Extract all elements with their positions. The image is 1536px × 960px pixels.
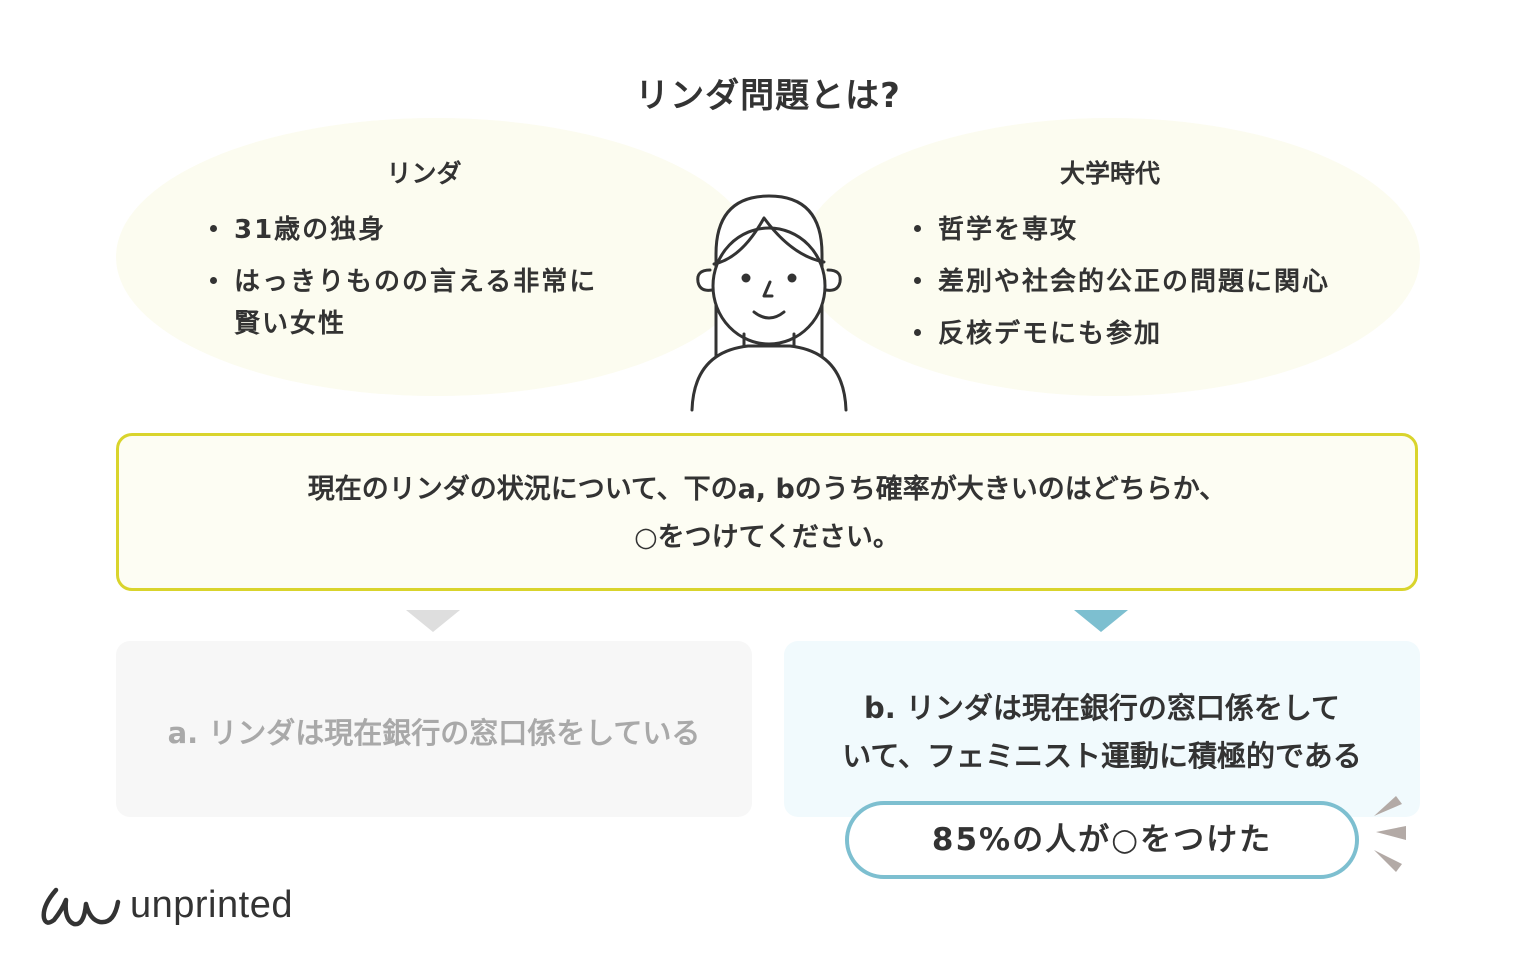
option-b-text: b. リンダは現在銀行の窓口係をして いて、フェミニスト運動に積極的である bbox=[784, 684, 1420, 780]
option-b-arrow bbox=[1074, 610, 1128, 632]
college-list: 哲学を専攻 差別や社会的公正の問題に関心 反核デモにも参加 bbox=[910, 212, 1330, 352]
profile-item-smart: 賢い女性 bbox=[234, 309, 347, 339]
question-text: 現在のリンダの状況について、下のa, bのうち確率が大きいのはどちらか、 ○をつ… bbox=[116, 466, 1418, 562]
college-bubble bbox=[800, 118, 1420, 396]
profile-heading: リンダ bbox=[386, 159, 462, 188]
profile-list: 31歳の独身 はっきりものの言える非常に 賢い女性 bbox=[206, 212, 597, 342]
college-item-philosophy: 哲学を専攻 bbox=[910, 212, 1330, 248]
college-item-protest: 反核デモにも参加 bbox=[910, 316, 1330, 352]
woman-portrait-icon bbox=[690, 194, 848, 412]
result-badge: 85%の人が○をつけた bbox=[845, 801, 1359, 879]
question-line-1: 現在のリンダの状況について、下のa, bのうち確率が大きいのはどちらか、 bbox=[307, 474, 1227, 505]
unprinted-logo-text: unprinted bbox=[130, 884, 293, 926]
question-line-2: ○をつけてください。 bbox=[634, 522, 900, 553]
option-a-card[interactable] bbox=[116, 641, 752, 817]
burst-lines-icon bbox=[1374, 796, 1406, 872]
question-box bbox=[116, 433, 1418, 591]
unprinted-logo-mark-icon bbox=[41, 887, 121, 927]
college-heading: 大学時代 bbox=[1059, 159, 1160, 188]
profile-item-outspoken: はっきりものの言える非常に bbox=[206, 264, 597, 300]
option-a-text: a. リンダは現在銀行の窓口係をしている bbox=[167, 716, 701, 750]
option-a-arrow bbox=[406, 610, 460, 632]
college-item-justice: 差別や社会的公正の問題に関心 bbox=[910, 264, 1330, 300]
profile-bubble bbox=[116, 118, 756, 396]
option-b-card[interactable] bbox=[784, 641, 1420, 817]
page-title: リンダ問題とは? bbox=[635, 76, 901, 116]
option-b-line-2: いて、フェミニスト運動に積極的である bbox=[842, 739, 1362, 773]
profile-item-age: 31歳の独身 bbox=[206, 212, 597, 248]
option-b-line-1: b. リンダは現在銀行の窓口係をして bbox=[863, 691, 1340, 725]
